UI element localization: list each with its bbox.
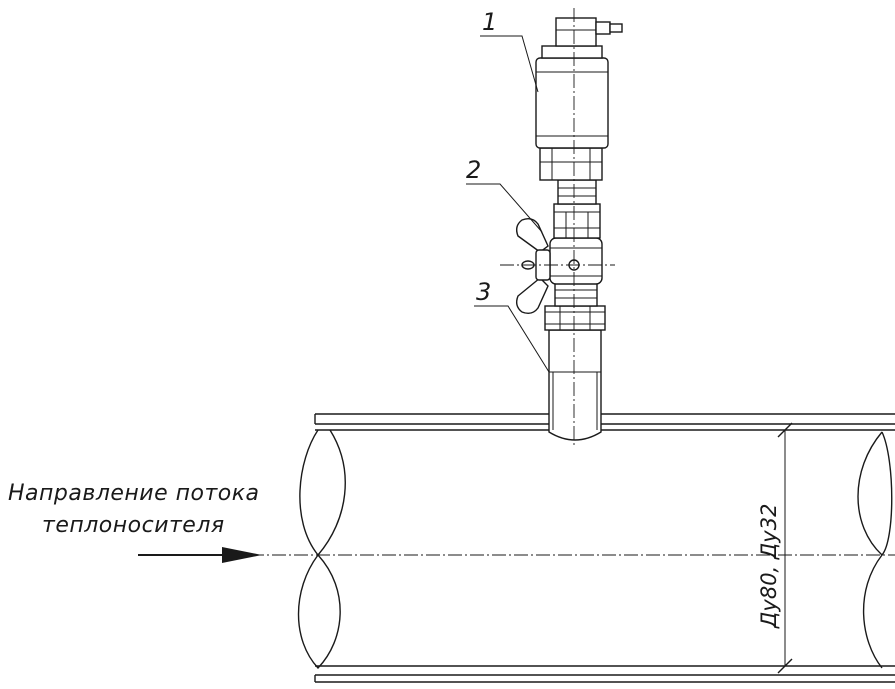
flow-label-line1: Направление потока: [8, 481, 260, 506]
callout-number-3: 3: [476, 278, 491, 306]
callout-number-1: 1: [482, 8, 497, 36]
flow-arrow-icon: [138, 547, 262, 563]
dimension-label: Ду80, Ду32: [757, 504, 781, 629]
callout-leaders: [466, 35, 550, 373]
ball-valve: [500, 179, 615, 331]
branch-pipe: [548, 329, 602, 441]
main-pipe: [250, 413, 895, 683]
callout-number-2: 2: [466, 156, 481, 184]
flow-label-line2: теплоносителя: [42, 513, 225, 538]
air-vent: [535, 8, 623, 448]
diameter-dimension: [777, 422, 793, 674]
